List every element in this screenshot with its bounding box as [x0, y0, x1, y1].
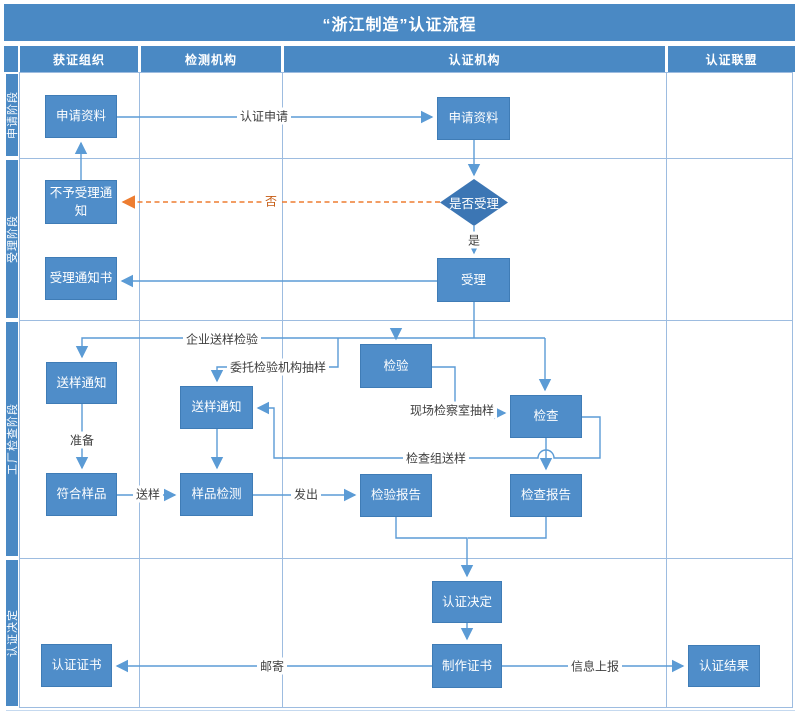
- swimlane-grid: [6, 72, 795, 711]
- node-accept-notice: 受理通知书: [45, 257, 117, 300]
- node-apply-docs-right: 申请资料: [437, 97, 510, 140]
- node-make-cert: 制作证书: [432, 644, 502, 688]
- edge-reports-to-decision: [395, 517, 474, 578]
- node-qualified-sample: 符合样品: [46, 473, 117, 516]
- edge-label-yes: 是: [464, 231, 484, 249]
- edge-label-issue: 发出: [290, 485, 322, 503]
- edge-label-prepare: 准备: [66, 431, 98, 449]
- row-label-acceptance-phase: 受理阶段: [6, 160, 19, 318]
- edge-label-entrust-sample: 委托检验机构抽样: [226, 358, 330, 376]
- node-inspect-report: 检验报告: [360, 474, 432, 517]
- edge-label-report-info: 信息上报: [567, 657, 623, 675]
- edge-label-enterprise-sample: 企业送样检验: [182, 330, 262, 348]
- node-apply-docs-left: 申请资料: [45, 95, 117, 138]
- node-accept: 受理: [437, 258, 510, 302]
- node-cert-result: 认证结果: [688, 645, 760, 687]
- node-certificate: 认证证书: [41, 644, 112, 687]
- node-check: 检查: [510, 395, 582, 438]
- node-sample-notice-lab: 送样通知: [180, 386, 253, 429]
- column-header-testing-agency: 检测机构: [141, 46, 281, 72]
- edge-label-team-sample: 检查组送样: [402, 449, 470, 467]
- node-reject-notice: 不予受理通知: [45, 180, 117, 224]
- row-label-cert-decision-phase: 认证决定: [6, 560, 19, 706]
- edge-label-mail: 邮寄: [256, 657, 288, 675]
- node-inspect: 检验: [360, 344, 432, 388]
- edge-checkreport-merge: [468, 517, 547, 539]
- column-header-certified-org: 获证组织: [20, 46, 138, 72]
- edge-label-send-sample: 送样: [132, 485, 164, 503]
- node-check-report: 检查报告: [510, 474, 582, 517]
- column-header-cert-body: 认证机构: [284, 46, 665, 72]
- header-corner-stub: [4, 46, 18, 72]
- node-sample-notice-org: 送样通知: [46, 362, 117, 404]
- edge-label-cert-apply: 认证申请: [236, 107, 292, 125]
- node-cert-decision: 认证决定: [432, 581, 502, 623]
- edge-enterprise-sample: [75, 337, 545, 359]
- edge-label-no: 否: [261, 192, 281, 210]
- row-label-application-phase: 申请阶段: [6, 74, 19, 156]
- node-sample-testing: 样品检测: [180, 473, 253, 516]
- edge-label-onsite-sample: 现场检察室抽样: [406, 401, 498, 419]
- row-label-factory-check-phase: 工厂检查阶段: [6, 322, 19, 556]
- page-title: “浙江制造”认证流程: [4, 4, 795, 41]
- column-header-cert-alliance: 认证联盟: [668, 46, 795, 72]
